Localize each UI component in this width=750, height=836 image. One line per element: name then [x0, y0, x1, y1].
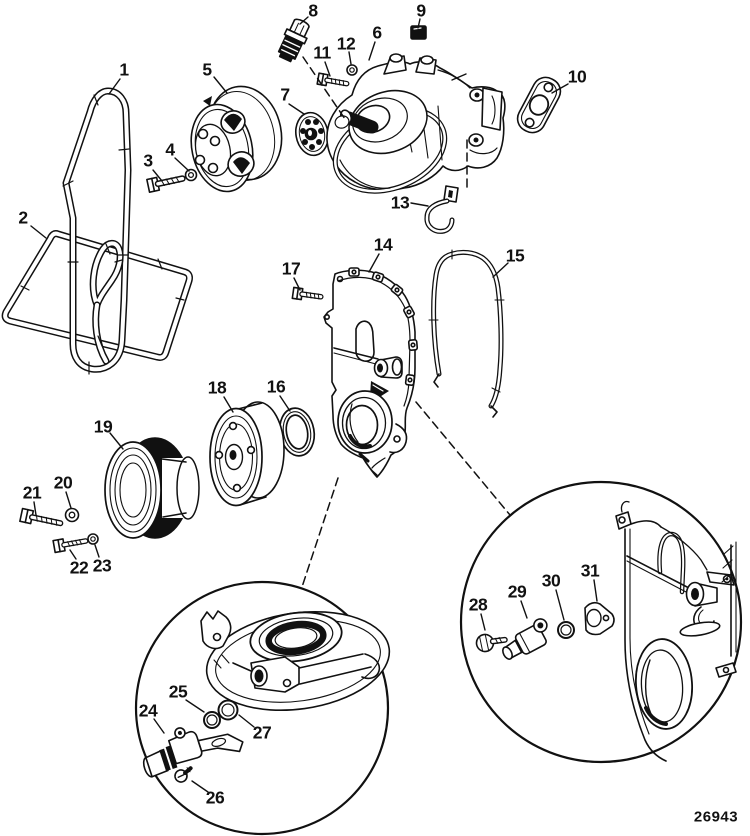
sensor-29-drawing	[502, 618, 548, 660]
callout-17: 17	[281, 258, 301, 279]
o-ring-25-drawing	[203, 711, 221, 729]
callout-7: 7	[280, 84, 290, 105]
fitting-8-drawing	[277, 18, 310, 63]
callout-16: 16	[266, 376, 286, 397]
water-pump-6-drawing	[326, 53, 506, 194]
sensor-24-drawing	[142, 727, 244, 778]
clip-13-drawing	[424, 185, 459, 234]
callout-15: 15	[505, 245, 525, 266]
callout-2: 2	[18, 207, 28, 228]
callout-19: 19	[93, 416, 113, 437]
callout-10: 10	[567, 66, 587, 87]
damper-18-drawing	[209, 401, 285, 507]
bolt-21-drawing	[19, 507, 64, 527]
gasket-15-drawing	[428, 249, 505, 418]
callout-23: 23	[92, 555, 112, 576]
callout-24: 24	[138, 700, 158, 721]
cover-rim-bosses	[348, 267, 419, 387]
callout-5: 5	[202, 59, 212, 80]
callout-26: 26	[205, 787, 225, 808]
callout-27: 27	[252, 722, 272, 743]
washer-12-drawing	[346, 64, 358, 76]
gasket-10-drawing	[516, 76, 562, 134]
detail-circle-right	[459, 480, 743, 764]
dashed-reference-lines	[301, 56, 511, 588]
callout-12: 12	[336, 33, 356, 54]
washer-4-drawing	[184, 168, 198, 182]
bolt-28-drawing	[475, 633, 508, 653]
bolt-3-drawing	[146, 175, 186, 194]
washer-23-drawing	[87, 533, 99, 545]
callout-18: 18	[207, 377, 227, 398]
belt-2-drawing	[1, 230, 193, 361]
callout-1: 1	[119, 59, 129, 80]
callout-3: 3	[143, 150, 153, 171]
timing-cover-14-drawing	[323, 267, 419, 478]
o-ring-30-drawing	[557, 621, 575, 639]
callout-20: 20	[53, 472, 73, 493]
screw-26-drawing	[174, 766, 193, 783]
bolt-17-drawing	[291, 286, 324, 301]
washer-20-drawing	[64, 507, 80, 523]
callout-22: 22	[69, 557, 89, 578]
callout-13: 13	[390, 192, 410, 213]
drawing-number: 26943	[693, 808, 739, 826]
hub-7-drawing	[295, 111, 329, 157]
callout-14: 14	[373, 234, 393, 255]
belt-segment-ticks	[20, 94, 185, 375]
callout-25: 25	[168, 681, 188, 702]
gasket-31-drawing	[584, 601, 615, 636]
callout-29: 29	[507, 581, 527, 602]
bolt-11-drawing	[316, 72, 350, 87]
cover-side-view	[615, 500, 737, 762]
pulley-5-drawing	[190, 85, 283, 193]
callout-8: 8	[308, 0, 318, 21]
callout-4: 4	[165, 139, 175, 160]
cover-back-view	[200, 610, 391, 712]
callout-21: 21	[22, 482, 42, 503]
detail-circle-left	[134, 580, 391, 836]
bolt-22-drawing	[52, 538, 89, 554]
callout-28: 28	[468, 594, 488, 615]
callout-11: 11	[313, 42, 331, 63]
belt-1-drawing	[20, 87, 185, 375]
leader-lines	[30, 16, 598, 793]
pulley-19-drawing	[104, 437, 200, 539]
callout-30: 30	[541, 570, 561, 591]
callout-9: 9	[416, 0, 426, 21]
callout-31: 31	[580, 560, 600, 581]
o-ring-27-drawing	[217, 699, 239, 721]
callout-6: 6	[372, 22, 382, 43]
